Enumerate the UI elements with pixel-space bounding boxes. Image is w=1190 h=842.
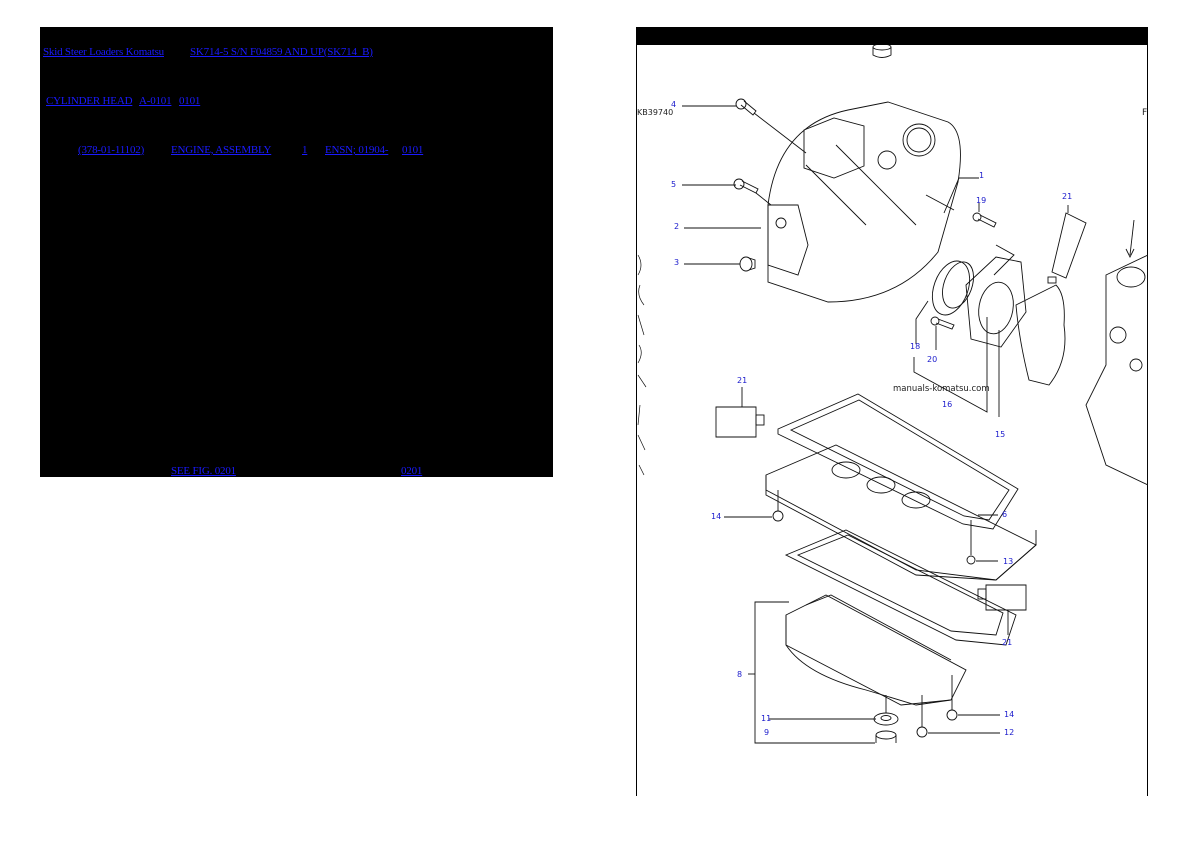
callout-14-lower[interactable]: 14 [1004,710,1015,719]
callout-12[interactable]: 12 [1004,728,1015,737]
lower-oil-pan-drawing [785,594,967,706]
callout-21-right[interactable]: 21 [1002,638,1013,647]
callout-15[interactable]: 15 [995,430,1006,439]
parts-diagram-panel: KB39740 F manuals-komatsu.com 4 5 2 3 1 … [636,27,1148,796]
oil-seal-drawing [931,260,974,316]
diagram-border-left [636,45,637,796]
breadcrumb-model-link[interactable]: SK714-5 S/N F04859 AND UP(SK714_B) [190,46,373,58]
sealant-tube-21-top [1047,205,1087,284]
upper-oil-pan-drawing [765,444,1037,581]
callout-21-top[interactable]: 21 [1062,192,1073,201]
callout-4[interactable]: 4 [671,100,677,109]
callout-14-upper[interactable]: 14 [711,512,722,521]
callout-3[interactable]: 3 [674,258,680,267]
bolt-14-upper-drawing [724,490,784,522]
washer-11-drawing [873,695,899,726]
callout-13[interactable]: 13 [1003,557,1014,566]
left-edge-partial-drawing [637,254,647,476]
figure-corner-label: F [1142,108,1148,118]
bolt-4-drawing [735,98,757,116]
part-number-link[interactable]: (378-01-11102) [78,144,145,156]
bolt-20-drawing [930,316,955,350]
exploded-parts-diagram: KB39740 F manuals-komatsu.com 4 5 2 3 1 … [636,45,1148,796]
bolt-14-lower-drawing [946,675,1000,721]
see-fig-link[interactable]: SEE FIG. 0201 [171,465,236,477]
gasket-16-drawing [1015,284,1066,386]
callout-21-left[interactable]: 21 [737,376,748,385]
parts-list-panel: Skid Steer Loaders Komatsu SK714-5 S/N F… [40,27,553,477]
section-fig-page-link[interactable]: 0101 [179,95,201,107]
callout-18[interactable]: 18 [910,342,921,351]
seal-retainer-drawing [965,244,1027,348]
bolt-12-drawing [916,695,1000,738]
callout-8[interactable]: 8 [737,670,743,679]
top-plug-drawing [872,45,892,58]
upper-oil-pan-gasket [777,393,1019,530]
bolt-13-drawing [966,520,998,565]
page-ref-link[interactable]: 0101 [402,144,424,156]
section-fig-code-link[interactable]: A-0101 [139,95,172,107]
bolt-5-drawing [733,178,759,194]
callout-20[interactable]: 20 [927,355,938,364]
see-fig-page-link[interactable]: 0201 [401,465,423,477]
section-title-link[interactable]: CYLINDER HEAD [46,95,133,107]
callout-9[interactable]: 9 [764,728,770,737]
sealant-tube-21-left [715,387,765,438]
callout-19[interactable]: 19 [976,196,987,205]
diagram-header-bar [636,27,1148,45]
part-quantity-link[interactable]: 1 [302,144,308,156]
lower-oil-pan-gasket [784,529,1017,646]
callout-16[interactable]: 16 [942,400,953,409]
drain-plug-9-drawing [875,730,897,743]
diagram-border-right [1147,45,1148,796]
part-name-link[interactable]: ENGINE, ASSEMBLY [171,144,272,156]
flywheel-housing-drawing [767,101,961,303]
callout-2[interactable]: 2 [674,222,680,231]
plug-3-drawing [739,256,756,272]
bolt-19-drawing [972,203,997,228]
serial-range-link[interactable]: ENSN; 01904- [325,144,389,156]
callout-6[interactable]: 6 [1002,510,1008,519]
figure-id-label: KB39740 [637,108,674,117]
watermark-text: manuals-komatsu.com [893,384,990,394]
callout-5[interactable]: 5 [671,180,677,189]
cylinder-block-drawing [1085,219,1148,486]
sealant-tube-21-right [977,584,1027,635]
callout-11[interactable]: 11 [761,714,772,723]
breadcrumb-category-link[interactable]: Skid Steer Loaders Komatsu [43,46,164,58]
callout-1[interactable]: 1 [979,171,985,180]
